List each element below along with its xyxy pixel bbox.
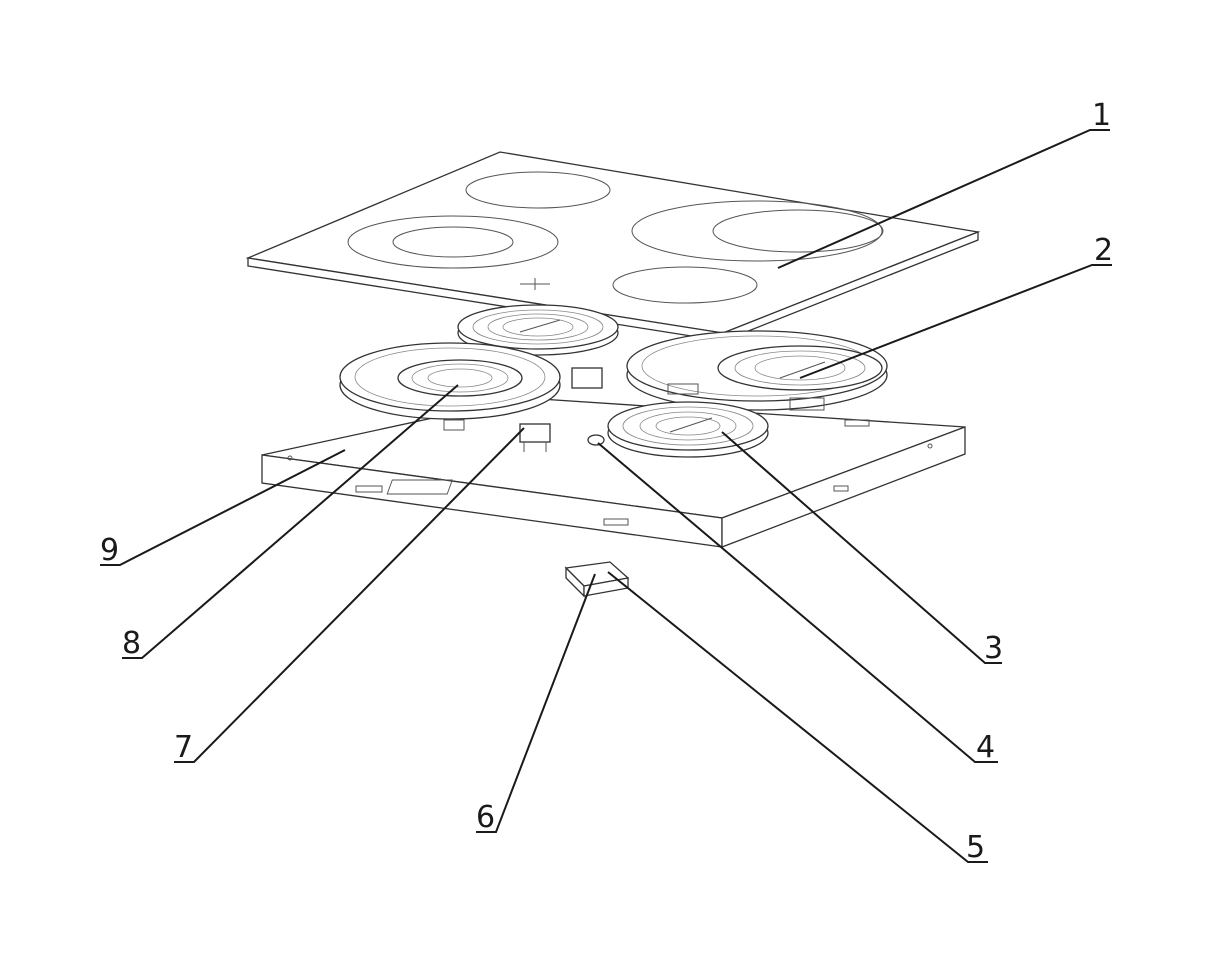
connector-clip <box>564 561 630 598</box>
heating-element-dual-right <box>626 330 888 411</box>
heating-element-dual-left <box>339 342 561 431</box>
callout-labels: 1 2 3 4 5 6 7 8 9 <box>100 98 1113 865</box>
heating-element-front-right <box>607 401 769 458</box>
callout-8: 8 <box>122 626 141 661</box>
spacer-ring <box>587 434 605 446</box>
callout-5: 5 <box>966 830 985 865</box>
callout-6: 6 <box>476 800 495 835</box>
callout-2: 2 <box>1094 233 1113 268</box>
callout-1: 1 <box>1092 98 1111 133</box>
callout-4: 4 <box>976 730 995 765</box>
terminal-block <box>571 367 603 389</box>
callout-9: 9 <box>100 533 119 568</box>
heating-element-back-left <box>457 304 619 356</box>
leader-lines <box>100 129 1112 863</box>
callout-7: 7 <box>174 730 193 765</box>
glass-top-plate <box>245 151 981 342</box>
callout-3: 3 <box>984 631 1003 666</box>
